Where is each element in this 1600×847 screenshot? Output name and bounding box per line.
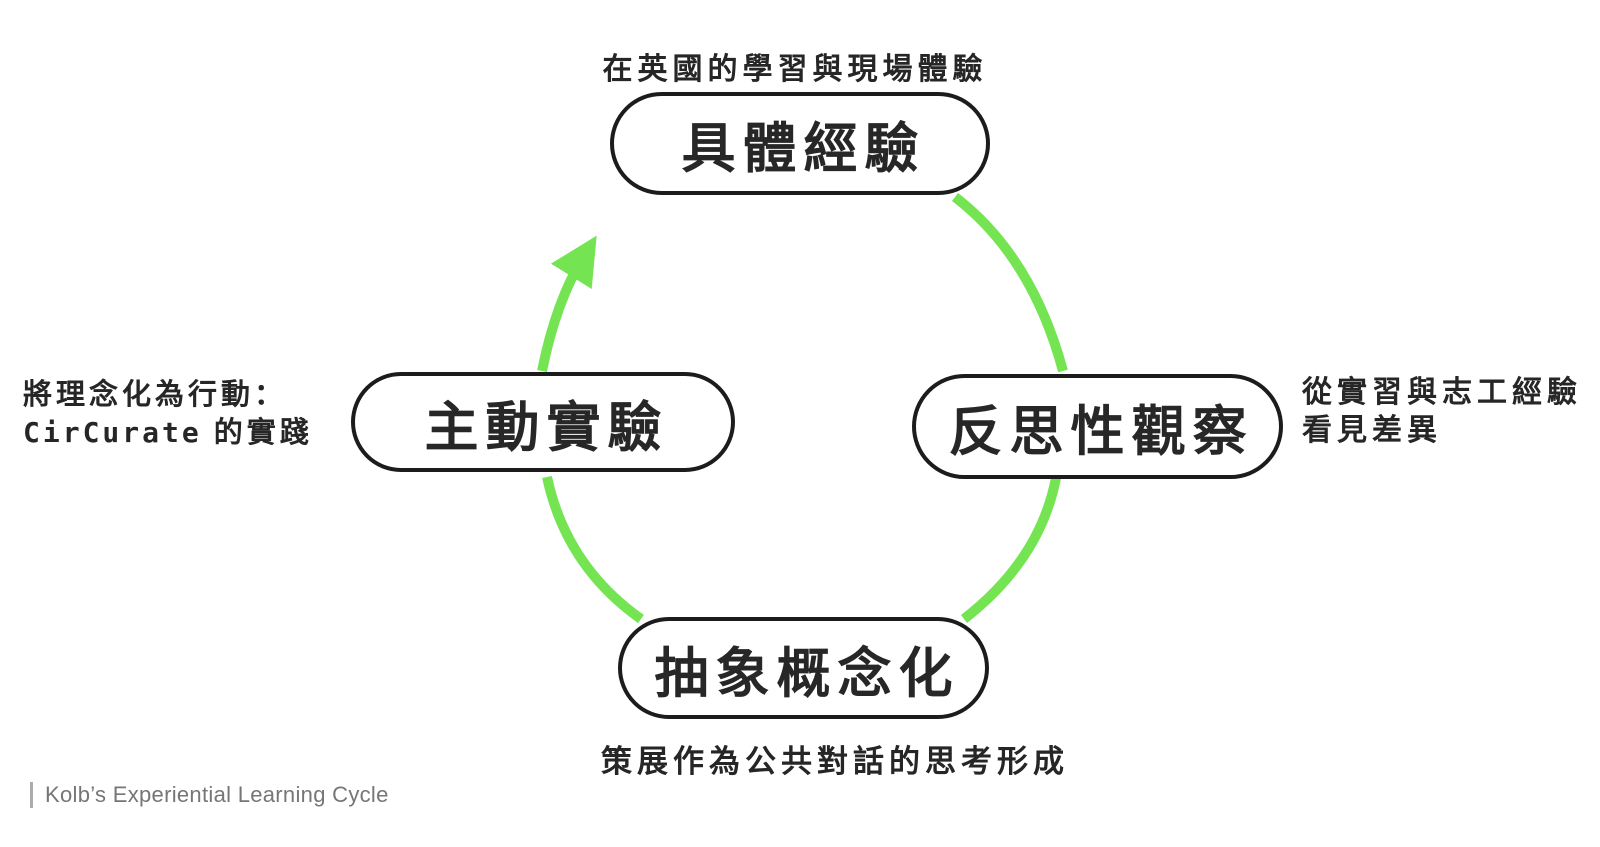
footer-title: Kolb’s Experiential Learning Cycle (45, 782, 389, 807)
node-concrete-experience: 具體經驗 (610, 92, 990, 195)
caption-concrete-experience: 在英國的學習與現場體驗 (602, 53, 988, 86)
footer-divider-bar (30, 782, 33, 808)
arc-left-to-top (537, 235, 597, 372)
diagram-footer: Kolb’s Experiential Learning Cycle (30, 782, 389, 808)
node-abstract-conceptualization: 抽象概念化 (618, 617, 989, 719)
caption-active-experimentation-line1: 將理念化為行動： (23, 379, 288, 411)
node-concrete-experience-label: 具體經驗 (681, 119, 926, 179)
arc-right-to-bottom (960, 477, 1061, 623)
caption-active-experimentation: 將理念化為行動： CirCurate 的實踐 (23, 376, 313, 452)
caption-reflective-observation-line1: 從實習與志工經驗 (1302, 376, 1582, 409)
node-active-experimentation: 主動實驗 (351, 372, 735, 472)
caption-abstract-conceptualization: 策展作為公共對話的思考形成 (601, 744, 1069, 779)
node-reflective-observation-label: 反思性觀察 (948, 402, 1254, 462)
caption-reflective-observation: 從實習與志工經驗 看見差異 (1302, 374, 1582, 450)
arc-top-to-right (951, 193, 1068, 373)
caption-active-experimentation-line2-rest: 的實踐 (213, 417, 313, 449)
node-abstract-conceptualization-label: 抽象概念化 (654, 643, 960, 704)
caption-active-experimentation-line2: CirCurate 的實踐 (23, 414, 313, 452)
node-active-experimentation-label: 主動實驗 (424, 397, 669, 458)
circurate-name: CirCurate (23, 416, 202, 449)
node-reflective-observation: 反思性觀察 (912, 374, 1283, 479)
caption-reflective-observation-line2: 看見差異 (1302, 414, 1442, 447)
arc-bottom-to-left (542, 475, 644, 624)
